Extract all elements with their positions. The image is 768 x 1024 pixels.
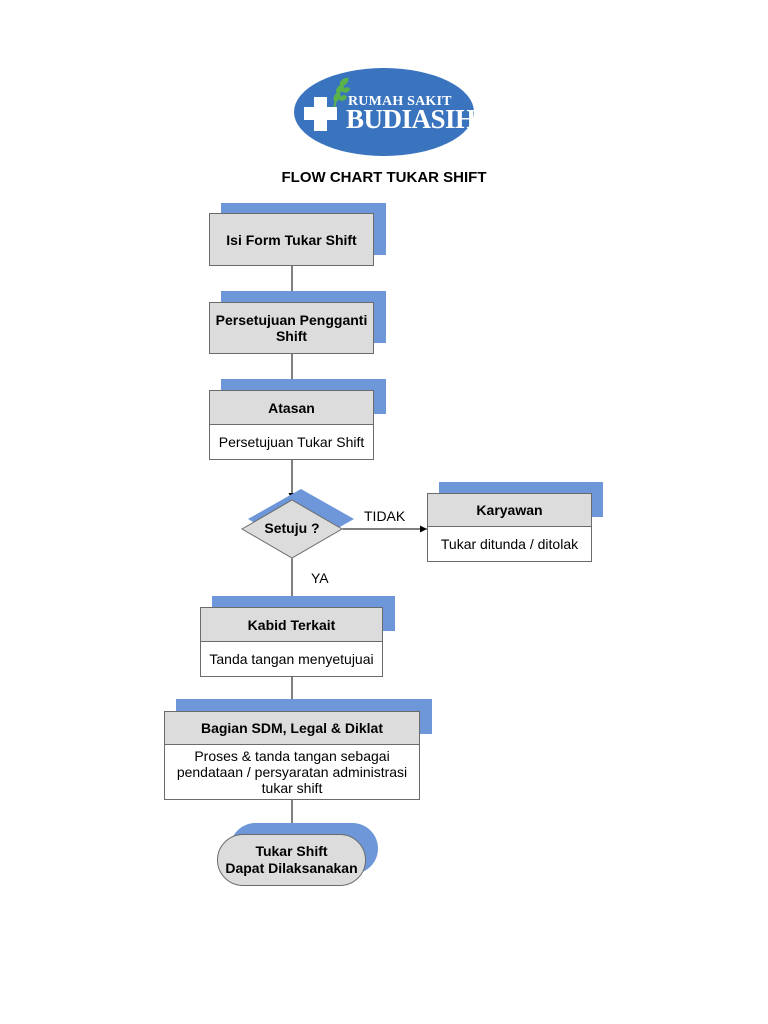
node-karyawan-detail: Tukar ditunda / ditolak (427, 526, 592, 562)
node-bagian-sdm-detail: Proses & tanda tangan sebagai pendataan … (164, 744, 420, 800)
logo-text-line2: BUDIASIH (346, 104, 476, 134)
node-end-terminator: Tukar Shift Dapat Dilaksanakan (217, 834, 366, 886)
node-isi-form: Isi Form Tukar Shift (209, 213, 374, 266)
node-atasan: Atasan (209, 390, 374, 425)
node-kabid-terkait: Kabid Terkait (200, 607, 383, 642)
decision-label: Setuju ? (264, 520, 320, 536)
edge-label-tidak: TIDAK (364, 508, 406, 524)
node-karyawan: Karyawan (427, 493, 592, 527)
logo-text-line1: RUMAH SAKIT (348, 94, 452, 109)
leaf-icon (333, 77, 350, 111)
edge-label-ya: YA (311, 570, 329, 586)
hospital-logo: RUMAH SAKIT BUDIASIH (294, 68, 476, 156)
node-kabid-detail: Tanda tangan menyetujuai (200, 641, 383, 677)
page-title: FLOW CHART TUKAR SHIFT (281, 169, 487, 186)
decision-diamond (241, 499, 343, 559)
node-atasan-detail: Persetujuan Tukar Shift (209, 424, 374, 460)
node-bagian-sdm: Bagian SDM, Legal & Diklat (164, 711, 420, 745)
node-persetujuan-pengganti: Persetujuan Pengganti Shift (209, 302, 374, 354)
